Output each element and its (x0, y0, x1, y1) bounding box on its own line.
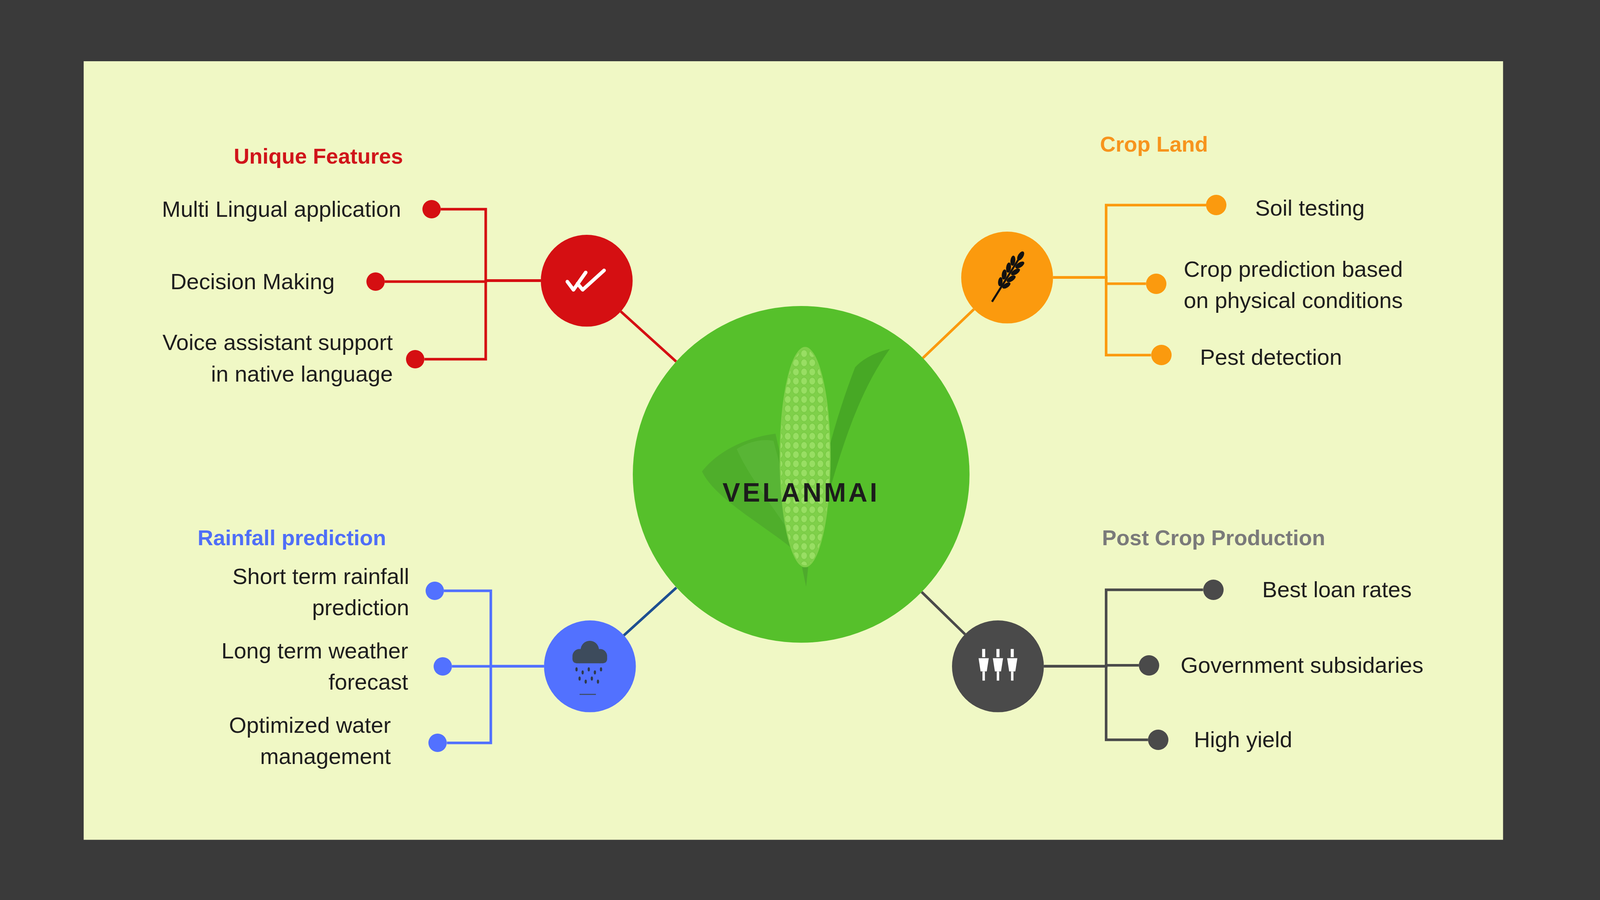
category-icon-circle-fill (961, 231, 1054, 324)
category-icon-circle-fill (540, 234, 633, 327)
connector-line (424, 280, 541, 360)
feature-dot-shape (433, 657, 452, 676)
feature-dot-shape (1138, 655, 1160, 676)
category-icon-circle-shape (961, 231, 1054, 324)
feature-dot-fill (433, 657, 452, 676)
hub-circle: VELANMAI (632, 306, 970, 643)
category-icon-circle-shape (952, 620, 1044, 713)
connector-line (1044, 666, 1148, 740)
category-heading: Crop Land (1100, 130, 1208, 157)
feature-dot-shape (406, 350, 425, 369)
feature-label: Crop prediction based on physical condit… (1183, 253, 1418, 316)
feature-label: Voice assistant support in native langua… (150, 326, 393, 390)
feature-dot-shape (428, 733, 447, 752)
category-icon-circle-fill (544, 620, 636, 713)
connector-line (1044, 589, 1204, 666)
feature-label: Best loan rates (1262, 574, 1412, 606)
feature-dot-fill (1206, 194, 1227, 216)
corn-illustration (702, 346, 890, 587)
connector-line (440, 209, 541, 281)
feature-dot: Voice assistant support in native langua… (406, 350, 425, 369)
connector-line (623, 587, 677, 636)
feature-dot-fill (406, 350, 425, 369)
plug-icon (978, 648, 1018, 681)
category-icon-circle-shape (544, 620, 636, 713)
feature-dot: High yield (1148, 729, 1169, 750)
connector-line (922, 309, 974, 358)
feature-label: Decision Making (170, 266, 335, 298)
connector-line (1053, 277, 1152, 356)
hub-circle-fill (632, 306, 970, 643)
feature-dot-shape (425, 581, 444, 600)
feature-label: Soil testing (1255, 192, 1365, 224)
hub-title: VELANMAI (722, 477, 880, 509)
feature-dot: Optimized water management (428, 733, 447, 752)
feature-label: Multi Lingual application (162, 193, 402, 225)
feature-dot-fill (366, 272, 385, 291)
feature-label: Pest detection (1200, 341, 1342, 373)
panel (83, 61, 1503, 840)
category-heading: Rainfall prediction (197, 524, 386, 551)
feature-label: High yield (1194, 724, 1293, 756)
feature-dot-fill (1146, 273, 1167, 294)
feature-label: Long term weather forecast (208, 634, 408, 698)
category-heading: Unique Features (233, 143, 403, 170)
feature-dot: Government subsidaries (1138, 655, 1160, 676)
feature-dot: Decision Making (366, 272, 385, 291)
feature-dot: Pest detection (1151, 344, 1172, 366)
feature-dot: Long term weather forecast (433, 657, 452, 676)
feature-dot-fill (1151, 344, 1172, 366)
feature-dot-shape (1206, 194, 1227, 216)
connector-line (1053, 205, 1207, 278)
category-icon-circle: Unique Features (540, 234, 633, 327)
connector-line (444, 590, 544, 667)
feature-dot-shape (422, 200, 441, 219)
check-icon (567, 270, 604, 290)
category-heading: Post Crop Production (1102, 524, 1326, 551)
feature-dot-shape (1151, 344, 1172, 366)
feature-dot: Best loan rates (1203, 579, 1224, 600)
connector-line (921, 592, 966, 635)
feature-dot-shape (366, 272, 385, 291)
feature-dot-fill (1138, 655, 1160, 676)
rain-cloud-icon (572, 640, 608, 695)
feature-dot-shape (1148, 729, 1169, 750)
category-icon-circle: Post Crop Production (952, 620, 1044, 713)
hub-circle-shape (632, 306, 970, 643)
feature-label: Government subsidaries (1180, 649, 1424, 681)
category-icon-circle: Crop Land (961, 231, 1054, 324)
feature-dot-fill (422, 200, 441, 219)
feature-dot-fill (1203, 579, 1224, 600)
feature-label: Optimized water management (214, 709, 391, 773)
category-icon-circle-shape (540, 234, 633, 327)
feature-dot-fill (428, 733, 447, 752)
feature-label: Short term rainfall prediction (221, 560, 410, 624)
category-icon-circle-fill (952, 620, 1044, 713)
feature-dot: Short term rainfall prediction (425, 581, 444, 600)
feature-dot-fill (1148, 729, 1169, 750)
category-icon-circle: Rainfall prediction (544, 620, 636, 713)
feature-dot-shape (1146, 273, 1167, 294)
feature-dot: Soil testing (1206, 194, 1227, 216)
feature-dot: Crop prediction based on physical condit… (1146, 273, 1167, 294)
connector-line (620, 311, 676, 362)
wheat-icon (984, 247, 1031, 307)
feature-dot: Multi Lingual application (422, 200, 441, 219)
feature-dot-shape (1203, 579, 1224, 600)
connector-line (446, 666, 544, 743)
feature-dot-fill (425, 581, 444, 600)
